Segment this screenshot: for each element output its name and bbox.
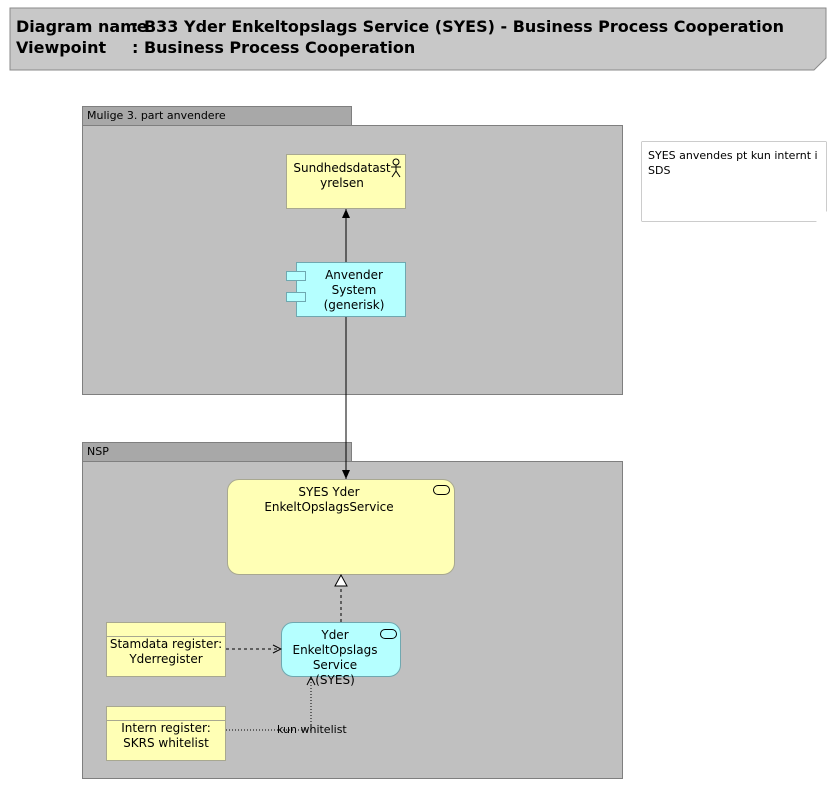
service-icon [433,485,450,495]
note-syes-internal[interactable]: SYES anvendes pt kun internt i SDS [642,142,826,221]
object-header-strip [107,623,225,637]
group-tab-nsp[interactable]: NSP [82,442,352,462]
service-yder-enkeltopslags-syes[interactable]: Yder EnkeltOpslags Service (SYES) [281,622,401,687]
actor-stick-figure-icon [391,158,401,178]
group-label-nsp: NSP [87,445,109,458]
header-banner [9,7,827,71]
stamdata-label: Stamdata register: Yderregister [109,637,223,666]
edge-label-kun-whitelist: kun whitelist [277,723,347,736]
component-icon-upper-tab [286,271,306,281]
group-tab-third-party[interactable]: Mulige 3. part anvendere [82,106,352,126]
object-header-strip [107,707,225,721]
service-icon [380,629,397,639]
service-syes-yder-enkeltopslagsservice[interactable]: SYES Yder EnkeltOpslagsService [227,479,455,575]
viewpoint-label: Viewpoint [16,38,107,57]
app-component-label: Anvender System (generisk) [323,268,385,312]
syes-service-label: SYES Yder EnkeltOpslagsService [264,485,394,514]
business-object-stamdata[interactable]: Stamdata register: Yderregister [106,622,226,677]
actor-sundhedsdatastyrelsen[interactable]: Sundhedsdatast yrelsen [286,154,406,209]
group-label-third-party: Mulige 3. part anvendere [87,109,226,122]
diagram-name-value: : B33 Yder Enkeltopslags Service (SYES) … [132,17,784,36]
actor-label: Sundhedsdatast yrelsen [293,161,391,190]
viewpoint-value: : Business Process Cooperation [132,38,416,57]
diagram-name-label: Diagram name [16,17,148,36]
app-component-anvender-system[interactable]: Anvender System (generisk) [296,262,406,317]
note-text: SYES anvendes pt kun internt i SDS [648,149,818,177]
business-object-intern-register[interactable]: Intern register: SKRS whitelist [106,706,226,761]
component-icon-lower-tab [286,292,306,302]
intern-label: Intern register: SKRS whitelist [121,721,211,750]
yder-service-label: Yder EnkeltOpslags Service (SYES) [292,628,378,687]
edge-access-intern-whitelist[interactable] [226,677,311,731]
